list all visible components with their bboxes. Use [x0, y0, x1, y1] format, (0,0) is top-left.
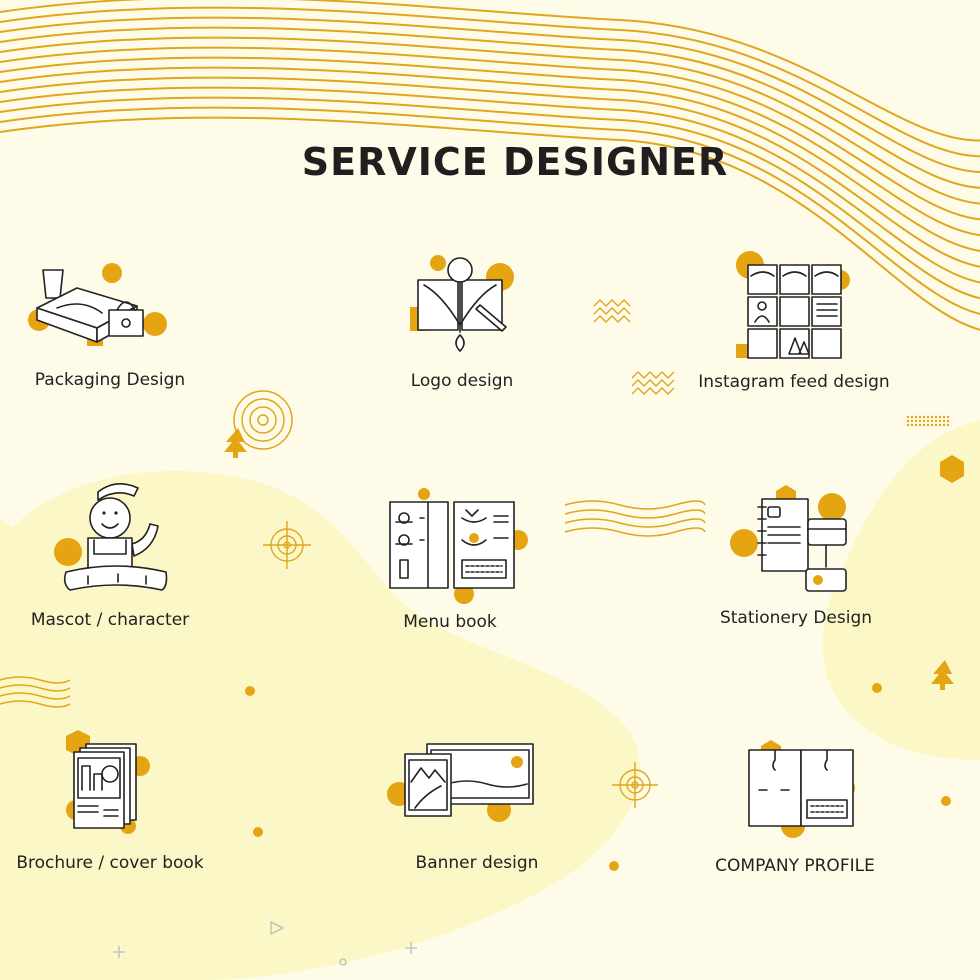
service-label: Mascot / character: [30, 610, 190, 630]
wave-line: [0, 26, 980, 189]
grid-dot: [942, 423, 946, 427]
target-crosshair-2: [612, 762, 658, 808]
pine-tree-decor: [224, 428, 954, 690]
grid-dot: [918, 415, 922, 419]
grid-dot: [942, 419, 946, 423]
grid-dot: [938, 415, 942, 419]
grid-dot: [922, 419, 926, 423]
wave-line: [0, 116, 980, 331]
banner-icon: [387, 743, 534, 822]
wave-line: [0, 6, 980, 158]
service-label: Logo design: [410, 371, 514, 391]
grid-dot: [910, 415, 914, 419]
wave-line: [0, 0, 980, 142]
service-banner-design: Banner design: [357, 738, 597, 883]
background-blob: [0, 470, 640, 980]
squiggle-center: [564, 500, 706, 537]
grid-dot: [938, 419, 942, 423]
grid-dot: [914, 419, 918, 423]
mascot-icon: [54, 483, 168, 591]
grid-dot: [906, 419, 910, 423]
scattered-dots: [245, 683, 951, 871]
grid-dot: [926, 415, 930, 419]
grid-dot: [910, 419, 914, 423]
grid-dot: [942, 415, 946, 419]
grid-dot: [926, 419, 930, 423]
service-label: COMPANY PROFILE: [715, 856, 875, 876]
background-blob-left-small: [0, 520, 48, 705]
small-marks: [113, 920, 417, 966]
service-label: Instagram feed design: [698, 372, 890, 392]
grid-dot: [910, 423, 914, 427]
service-logo-design: Logo design: [342, 255, 582, 395]
service-label: Packaging Design: [34, 370, 186, 390]
wave-line: [0, 76, 980, 268]
grid-dot: [906, 423, 910, 427]
logo-design-icon: [410, 255, 514, 352]
service-packaging-design: Packaging Design: [0, 258, 230, 398]
grid-dot: [946, 423, 950, 427]
grid-dot: [926, 423, 930, 427]
wave-line: [0, 86, 980, 284]
grid-dot: [922, 423, 926, 427]
wave-lines: [0, 0, 980, 331]
target-crosshair: [263, 521, 311, 569]
grid-dot: [946, 415, 950, 419]
service-menu-book: Menu book: [330, 488, 570, 638]
service-label: Banner design: [415, 853, 539, 873]
service-label: Stationery Design: [719, 608, 873, 628]
squiggle-left: [0, 676, 71, 708]
grid-dot: [922, 415, 926, 419]
grid-dot: [914, 423, 918, 427]
grid-dot: [918, 419, 922, 423]
stationery-icon: [730, 485, 847, 592]
wave-line: [0, 36, 980, 205]
grid-dot: [906, 415, 910, 419]
grid-dot: [946, 419, 950, 423]
page-title: SERVICE DESIGNER: [301, 140, 729, 184]
wave-line: [0, 96, 980, 300]
zigzag-top: [593, 299, 631, 323]
company-profile-icon: [748, 740, 855, 838]
grid-dot: [930, 419, 934, 423]
wave-line: [0, 56, 980, 237]
dot-grid: [906, 415, 950, 427]
grid-dot: [914, 415, 918, 419]
service-mascot-character: Mascot / character: [0, 480, 230, 635]
grid-dot: [934, 415, 938, 419]
service-brochure-cover-book: Brochure / cover book: [0, 730, 230, 878]
service-company-profile: COMPANY PROFILE: [675, 740, 915, 885]
grid-dot: [930, 423, 934, 427]
grid-dot: [918, 423, 922, 427]
wave-line: [0, 16, 980, 173]
wave-line: [0, 66, 980, 252]
service-instagram-feed-design: Instagram feed design: [674, 250, 914, 400]
grid-dot: [930, 415, 934, 419]
wave-line: [0, 106, 980, 315]
wave-line: [0, 46, 980, 221]
packaging-icon: [28, 263, 167, 346]
service-stationery-design: Stationery Design: [676, 485, 916, 635]
zigzag-bottom: [631, 371, 675, 395]
grid-dot: [934, 419, 938, 423]
menu-book-icon: [389, 488, 528, 604]
grid-dot: [938, 423, 942, 427]
hexagon-decor: [940, 455, 964, 483]
grid-dot: [934, 423, 938, 427]
service-label: Brochure / cover book: [16, 853, 204, 873]
brochure-icon: [66, 730, 150, 834]
instagram-grid-icon: [736, 251, 850, 359]
concentric-circles: [233, 390, 293, 450]
service-label: Menu book: [403, 612, 497, 632]
